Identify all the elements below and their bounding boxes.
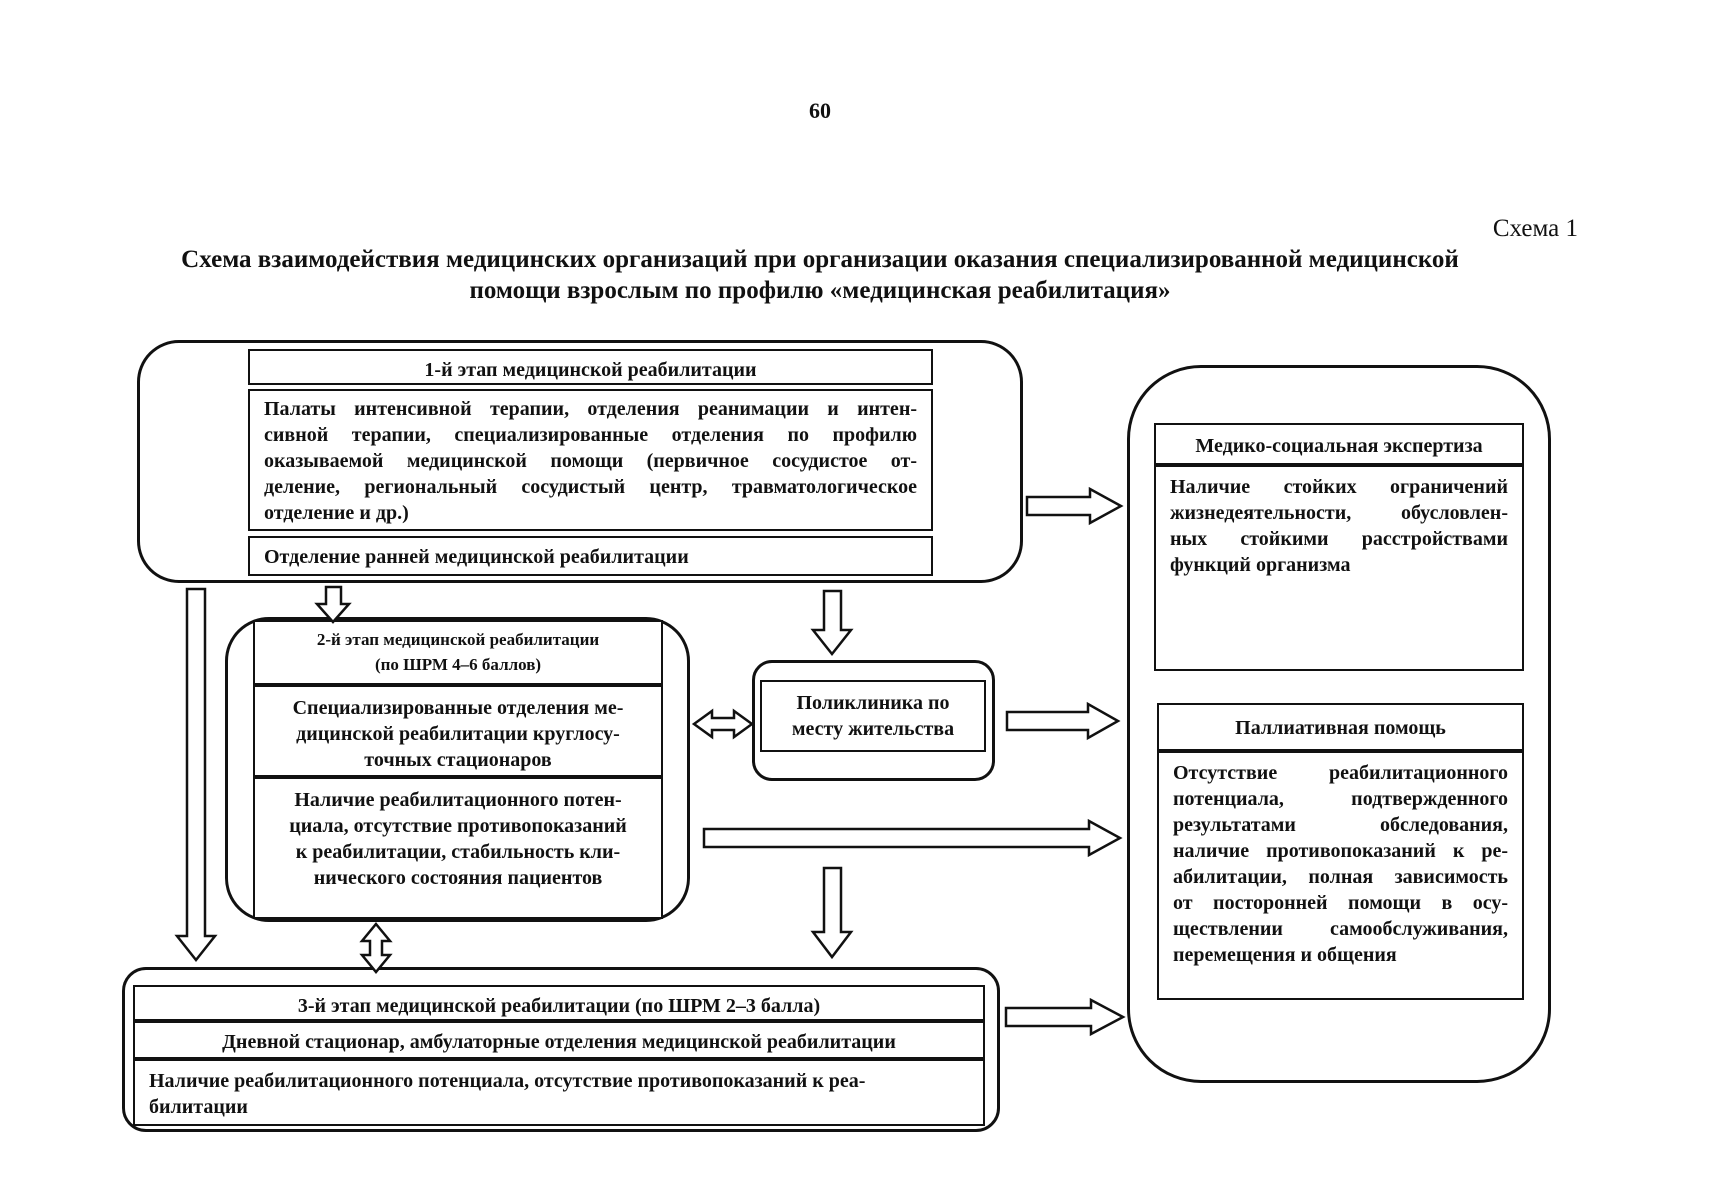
scheme-label: Схема 1 — [1492, 215, 1578, 242]
stage3-criteria-line-1: Наличие реабилитационного потенциала, от… — [149, 1070, 866, 1092]
stage2-units-line-3: точных стационаров — [364, 749, 552, 771]
stage1-line-2: сивной терапии, специализированные отдел… — [264, 424, 917, 446]
arrow-polyclinic-to-stage3 — [810, 866, 854, 960]
stage2-header-line-1: 2-й этап медицинской реабилитации — [316, 630, 600, 649]
mse-line-3: ных стойкими расстройствами — [1170, 528, 1508, 550]
palliative-line-8: перемещения и общения — [1173, 944, 1397, 966]
palliative-line-6: от посторонней помощи в осу- — [1173, 892, 1508, 914]
mse-criteria: Наличие стойких ограничений жизнедеятель… — [1154, 465, 1524, 671]
arrow-stage1-to-mse — [1025, 486, 1124, 526]
arrow-stage2-polyclinic-double — [691, 708, 755, 740]
palliative-line-2: потенциала, подтвержденного — [1173, 788, 1508, 810]
polyclinic-line-1: Поликлиника по — [796, 692, 950, 714]
stage3-criteria-line-2: билитации — [149, 1096, 248, 1118]
early-rehab-department: Отделение ранней медицинской реабилитаци… — [248, 536, 933, 576]
stage2-criteria: Наличие реабилитационного потен- циала, … — [253, 777, 663, 919]
stage1-container — [137, 340, 1023, 583]
palliative-header: Паллиативная помощь — [1157, 703, 1524, 751]
stage1-line-5: отделение и др.) — [264, 502, 409, 524]
palliative-line-3: результатами обследования, — [1173, 814, 1508, 836]
arrow-stage1-to-polyclinic — [810, 589, 854, 657]
stage1-line-4: деление, региональный сосудистый центр, … — [264, 476, 917, 498]
arrow-stage3-to-outcomes — [1004, 997, 1126, 1037]
mse-header: Медико-социальная экспертиза — [1154, 423, 1524, 465]
palliative-line-4: наличие противопоказаний к ре- — [1173, 840, 1508, 862]
mse-line-1: Наличие стойких ограничений — [1170, 476, 1508, 498]
stage1-header: 1-й этап медицинской реабилитации — [248, 349, 933, 385]
palliative-line-1: Отсутствие реабилитационного — [1173, 762, 1508, 784]
stage2-units: Специализированные отделения ме- дицинск… — [253, 685, 663, 777]
arrow-polyclinic-to-outcomes — [1005, 701, 1121, 741]
stage1-line-3: оказываемой медицинской помощи (первично… — [264, 450, 917, 472]
stage3-container — [122, 967, 1000, 1132]
stage3-criteria: Наличие реабилитационного потенциала, от… — [133, 1059, 985, 1126]
stage3-units: Дневной стационар, амбулаторные отделени… — [133, 1021, 985, 1059]
arrow-stage2-to-outcomes — [702, 818, 1123, 858]
arrow-stage1-to-stage3 — [174, 587, 218, 963]
title-line-2: помощи взрослым по профилю «медицинская … — [469, 277, 1171, 304]
stage2-criteria-line-4: нического состояния пациентов — [313, 867, 603, 889]
stage2-container — [225, 617, 690, 922]
palliative-line-5: абилитации, полная зависимость — [1173, 866, 1508, 888]
polyclinic-box: Поликлиника по месту жительства — [760, 680, 986, 752]
palliative-criteria: Отсутствие реабилитационного потенциала,… — [1157, 751, 1524, 1000]
mse-line-2: жизнедеятельности, обусловлен- — [1170, 502, 1508, 524]
stage3-header: 3-й этап медицинской реабилитации (по ШР… — [133, 985, 985, 1021]
page-number: 60 — [809, 98, 831, 123]
stage1-departments: Палаты интенсивной терапии, отделения ре… — [248, 389, 933, 531]
polyclinic-line-2: месту жительства — [791, 718, 955, 740]
mse-line-4: функций организма — [1170, 554, 1351, 576]
stage2-criteria-line-3: к реабилитации, стабильность кли- — [295, 841, 621, 863]
page-title: Схема взаимодействия медицинских организ… — [120, 244, 1520, 306]
stage2-header-line-2: (по ШРМ 4–6 баллов) — [374, 655, 542, 674]
stage2-units-line-1: Специализированные отделения ме- — [292, 697, 624, 719]
arrow-stage2-stage3-double — [359, 922, 393, 974]
stage2-criteria-line-2: циала, отсутствие противопоказаний — [289, 815, 627, 837]
stage2-units-line-2: дицинской реабилитации круглосу- — [296, 723, 620, 745]
stage1-line-1: Палаты интенсивной терапии, отделения ре… — [264, 398, 917, 420]
outcomes-container — [1127, 365, 1551, 1083]
palliative-line-7: ществлении самообслуживания, — [1173, 918, 1508, 940]
title-line-1: Схема взаимодействия медицинских организ… — [181, 246, 1459, 273]
stage2-header: 2-й этап медицинской реабилитации (по ШР… — [253, 620, 663, 685]
stage2-criteria-line-1: Наличие реабилитационного потен- — [294, 789, 622, 811]
